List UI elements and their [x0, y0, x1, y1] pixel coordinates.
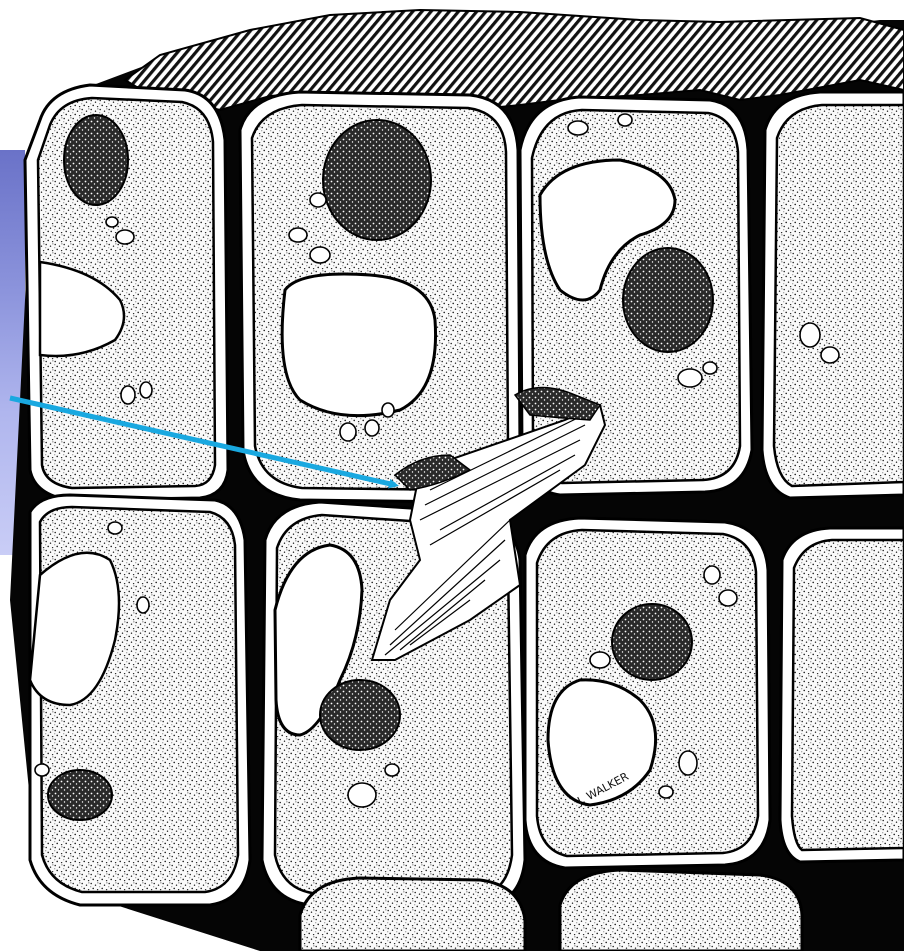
- nucleus: [323, 120, 431, 240]
- cell-right-lower: J. WALKER: [525, 518, 770, 868]
- vacuole: [282, 274, 435, 416]
- cell-middle-upper: [240, 92, 520, 502]
- cell-left-lower: [30, 495, 250, 905]
- cell-left-upper: [25, 85, 228, 500]
- cell-far-right-lower: [780, 528, 904, 862]
- nucleus: [623, 248, 713, 352]
- nucleus: [48, 770, 112, 820]
- nucleus: [612, 604, 692, 680]
- nucleus: [64, 115, 128, 205]
- nucleus: [320, 680, 400, 750]
- cell-far-right-upper: [762, 92, 904, 498]
